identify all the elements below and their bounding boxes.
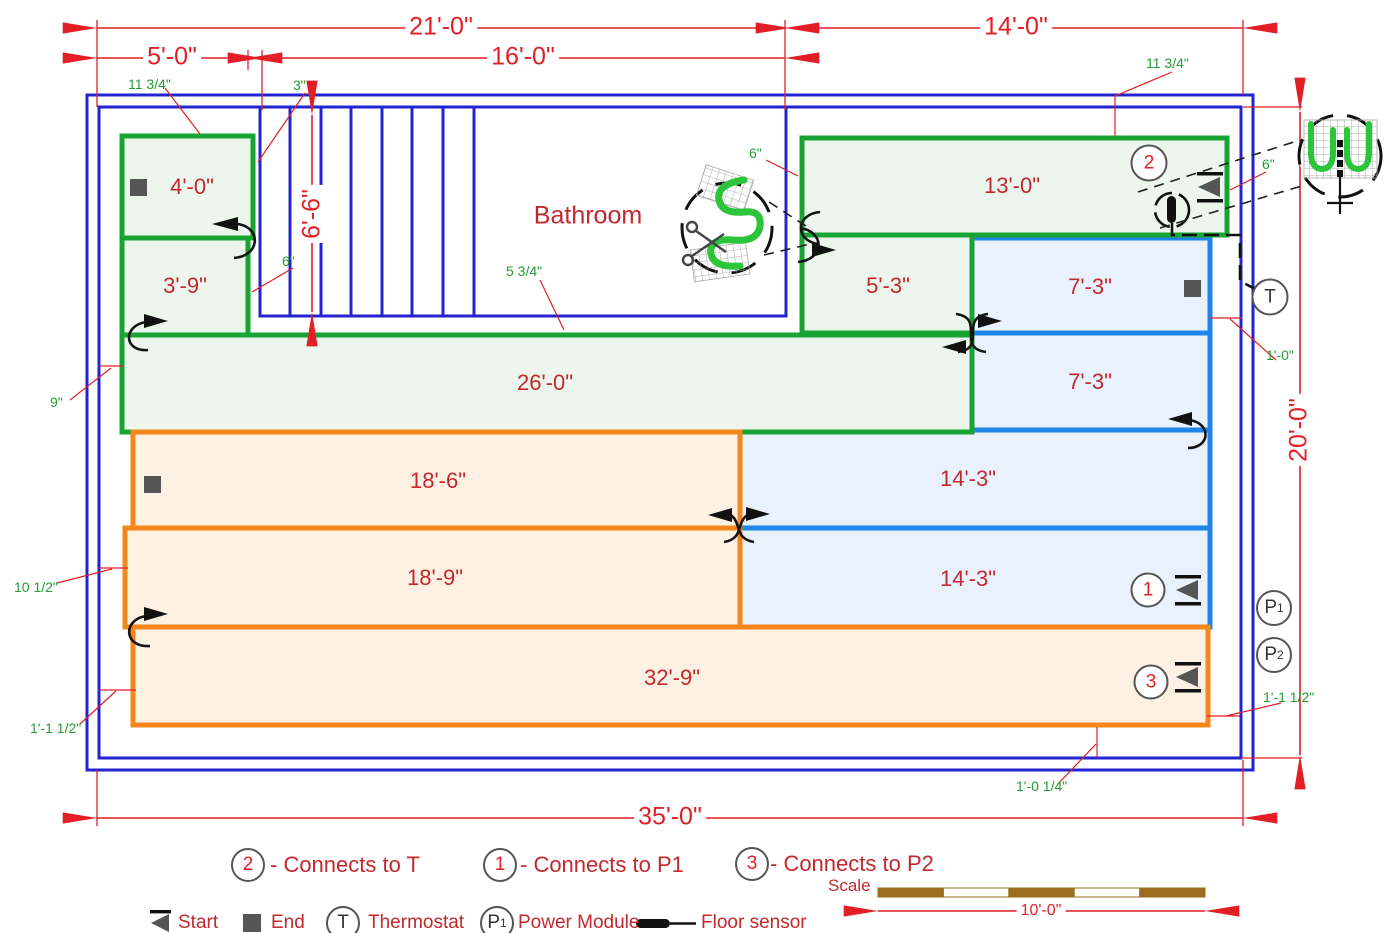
note-text-3: - Connects to P2 xyxy=(770,851,934,876)
mat-label-7ft3-a: 7'-3" xyxy=(1068,274,1112,299)
offset-note: 11 3/4" xyxy=(128,76,171,92)
scale-label: Scale xyxy=(828,876,871,895)
note-text-2: - Connects to T xyxy=(270,852,420,877)
power-sub: 2 xyxy=(1277,648,1284,662)
mat-label-18ft6: 18'-6" xyxy=(409,468,467,493)
dim-16ft: 16'-0" xyxy=(487,42,559,72)
legend-thermostat-icon: T xyxy=(326,906,360,933)
end-markers xyxy=(130,179,1201,493)
mat-label-32ft9: 32'-9" xyxy=(643,665,701,690)
thermostat-letter: T xyxy=(1264,286,1276,307)
power-letter: P xyxy=(1264,597,1277,618)
offset-note: 3" xyxy=(293,77,306,93)
mat-badge-1: 1 xyxy=(1130,572,1166,608)
badge-number: 2 xyxy=(1143,152,1155,173)
mat-label-26ft: 26'-0" xyxy=(516,370,574,395)
turn-arrowheads xyxy=(144,217,1192,621)
legend-end-icon xyxy=(243,914,261,932)
dim-21ft: 21'-0" xyxy=(405,12,477,42)
legend-start-label: Start xyxy=(178,912,219,933)
sensor-wire xyxy=(1170,223,1258,292)
offset-note: 9" xyxy=(50,394,63,410)
scissors-icon xyxy=(681,220,727,267)
badge-number: 3 xyxy=(746,853,758,874)
offset-note: 5 3/4" xyxy=(506,263,543,279)
detail-sensor-mat xyxy=(1137,113,1383,229)
legend-start-icon xyxy=(150,910,171,932)
legend-floor-sensor-label: Floor sensor xyxy=(701,912,807,933)
offset-note: 6" xyxy=(282,253,295,269)
note-text-1: - Connects to P1 xyxy=(520,852,684,877)
dim-6ft6: 6'-6" xyxy=(297,185,327,243)
note-badge-3: 3 xyxy=(735,847,769,881)
offset-note: 6" xyxy=(749,145,762,161)
mat-label-4ft: 4'-0" xyxy=(170,174,214,199)
power-letter: P xyxy=(487,912,500,933)
mat-label-14ft3-b: 14'-3" xyxy=(939,566,997,591)
extension-lines xyxy=(96,20,1302,826)
thermostat-letter: T xyxy=(337,912,349,933)
legend-floor-sensor-icon xyxy=(636,919,696,928)
mat-label-18ft9: 18'-9" xyxy=(406,565,464,590)
dim-20ft: 20'-0" xyxy=(1284,394,1314,466)
offset-note: 1'-1 1/2" xyxy=(30,720,82,736)
mat-regions-blue xyxy=(737,235,1213,630)
start-markers xyxy=(1175,172,1223,693)
legend-thermostat-label: Thermostat xyxy=(368,912,465,933)
start-marker-3 xyxy=(1175,662,1201,693)
mat-label-3ft9: 3'-9" xyxy=(163,273,207,298)
badge-number: 3 xyxy=(1145,671,1157,692)
offset-note: 1'-0" xyxy=(1266,347,1294,363)
power-letter: P xyxy=(1264,644,1277,665)
mat-label-7ft3-b: 7'-3" xyxy=(1068,369,1112,394)
legend-power-module-label: Power Module xyxy=(518,912,640,933)
mat-regions-orange xyxy=(122,429,1211,728)
offset-note: 6" xyxy=(1262,156,1275,172)
floor-sensor-icon xyxy=(1153,191,1191,229)
mat-badge-2: 2 xyxy=(1130,144,1168,182)
dim-scale-10ft: 10'-0" xyxy=(1016,902,1066,920)
room-label: Bathroom xyxy=(533,201,643,230)
turn-arrows xyxy=(127,210,1207,648)
mat-label-14ft3-a: 14'-3" xyxy=(939,466,997,491)
mat-label-5ft3: 5'-3" xyxy=(866,273,910,298)
mat-badge-3: 3 xyxy=(1133,664,1169,700)
power-sub: 1 xyxy=(500,916,507,930)
offset-note: 1'-1 1/2" xyxy=(1263,689,1315,705)
start-marker-1 xyxy=(1175,575,1201,606)
mat-label-13ft: 13'-0" xyxy=(983,173,1041,198)
note-badge-2: 2 xyxy=(231,848,265,882)
dim-14ft: 14'-0" xyxy=(980,12,1052,42)
dim-5ft: 5'-0" xyxy=(143,42,201,72)
badge-number: 1 xyxy=(1142,579,1154,600)
detail-cut-mat xyxy=(680,164,813,283)
start-marker-2 xyxy=(1197,172,1223,203)
thermostat-symbol: T xyxy=(1251,278,1289,316)
offset-note: 11 3/4" xyxy=(1146,55,1189,71)
dim-35ft: 35'-0" xyxy=(634,802,706,832)
legend-end-label: End xyxy=(271,912,305,933)
offset-note: 10 1/2" xyxy=(14,579,58,595)
badge-number: 1 xyxy=(494,854,506,875)
offset-note: 1'-0 1/4" xyxy=(1016,778,1068,794)
badge-number: 2 xyxy=(242,854,254,875)
power-sub: 1 xyxy=(1277,601,1284,615)
note-badge-1: 1 xyxy=(483,848,517,882)
leader-lines xyxy=(56,71,1282,785)
scale-bar xyxy=(877,887,1206,898)
